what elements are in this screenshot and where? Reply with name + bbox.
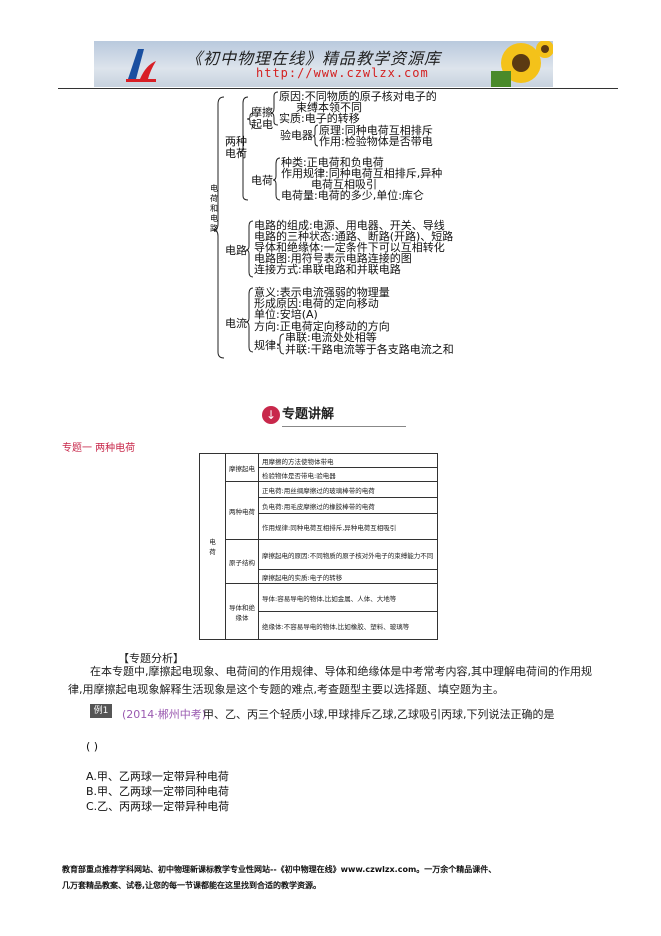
branch-circuit: 电路 xyxy=(225,244,247,257)
sub-charge: 电荷 xyxy=(251,174,273,187)
sub-electroscope: 验电器 xyxy=(280,129,313,142)
circuit-item: 电路的组成:电源、用电器、开关、导线 xyxy=(254,219,445,232)
footer-line: 教育部重点推荐学科网站、初中物理新课标教学专业性网站--《初中物理在线》www.… xyxy=(62,865,497,874)
footer-line: 几万套精品教案、试卷,让您的每一节课都能在这里找到合适的教学资源。 xyxy=(62,881,322,890)
current-rule-item: 串联:电流处处相等 xyxy=(285,331,377,344)
table-cell: 正电荷:用丝绸摩擦过的玻璃棒带的电荷 xyxy=(258,481,438,498)
site-logo-icon xyxy=(126,49,156,82)
branch-current: 电流 xyxy=(225,317,247,330)
current-item: 方向:正电荷定向移动的方向 xyxy=(254,320,390,333)
down-arrow-icon: ↓ xyxy=(262,406,280,424)
topic-label: 专题一 两种电荷 xyxy=(62,443,136,454)
charge-item: 电荷量:电荷的多少,单位:库仑 xyxy=(281,189,424,202)
friction-item: 原因:不同物质的原子核对电子的 xyxy=(279,90,437,103)
header-rule xyxy=(58,88,618,89)
friction-item: 束缚本领不同 xyxy=(296,101,362,114)
table-cell: 负电荷:用毛皮摩擦过的橡胶棒带的电荷 xyxy=(258,497,438,514)
circuit-item: 电路图:用符号表示电路连接的图 xyxy=(254,252,412,265)
table-cell: 摩擦起电的原因:不同物质的原子核对外电子的束缚能力不同 xyxy=(258,539,438,570)
option-c: C.乙、丙两球一定带异种电荷 xyxy=(86,800,230,813)
current-item: 单位:安培(A) xyxy=(254,308,318,321)
table-group: 导体和绝缘体 xyxy=(225,583,259,640)
circuit-item: 连接方式:串联电路和并联电路 xyxy=(254,263,401,276)
charge-item: 电荷互相吸引 xyxy=(311,178,377,191)
mindmap-root: 电荷和电路 xyxy=(210,184,218,233)
header-banner: 《初中物理在线》精品教学资源库 http://www.czwlzx.com xyxy=(94,41,553,87)
table-group: 原子结构 xyxy=(225,539,259,584)
current-rule-item: 并联:干路电流等于各支路电流之和 xyxy=(285,343,454,356)
table-group: 两种电荷 xyxy=(225,481,259,540)
footer: 教育部重点推荐学科网站、初中物理新课标教学专业性网站--《初中物理在线》www.… xyxy=(62,862,602,894)
table-group: 摩擦起电 xyxy=(225,453,259,482)
charge-item: 种类:正电荷和负电荷 xyxy=(281,156,384,169)
table-cell: 摩擦起电的实质:电子的转移 xyxy=(258,569,438,584)
summary-table: 电荷 摩擦起电 用摩擦的方法使物体带电 检验物体是否带电:验电器 两种电荷 正电… xyxy=(199,453,438,640)
table-cell: 作用规律:同种电荷互相排斥,异种电荷互相吸引 xyxy=(258,513,438,540)
sunflower-icon xyxy=(491,41,553,87)
table-cell: 用摩擦的方法使物体带电 xyxy=(258,453,438,468)
friction-item: 实质:电子的转移 xyxy=(279,112,360,125)
branch-two-charges: 两种电荷 xyxy=(225,135,247,160)
section-title: 专题讲解 xyxy=(282,407,335,422)
example-source: (2014·郴州中考) xyxy=(122,708,207,721)
analysis-title: 【专题分析】 xyxy=(118,652,184,665)
electroscope-item: 作用:检验物体是否带电 xyxy=(319,135,433,148)
current-item: 形成原因:电荷的定向移动 xyxy=(254,297,379,310)
analysis-paragraph: 在本专题中,摩擦起电现象、电荷间的作用规律、导体和绝缘体是中考常考内容,其中理解… xyxy=(68,665,592,696)
mindmap-brackets xyxy=(212,91,319,359)
sub-friction: 摩擦起电 xyxy=(251,106,273,131)
electroscope-item: 原理:同种电荷互相排斥 xyxy=(319,124,433,137)
table-cell: 检验物体是否带电:验电器 xyxy=(258,467,438,482)
banner-url[interactable]: http://www.czwlzx.com xyxy=(256,66,429,80)
option-b: B.甲、乙两球一定带同种电荷 xyxy=(86,785,230,798)
table-cell: 导体:容易导电的物体,比如金属、人体、大地等 xyxy=(258,583,438,612)
example-question: 甲、乙、丙三个轻质小球,甲球排斥乙球,乙球吸引丙球,下列说法正确的是 xyxy=(203,708,555,721)
charge-item: 作用规律:同种电荷互相排斥,异种 xyxy=(281,167,443,180)
table-cell: 绝缘体:不容易导电的物体,比如橡胶、塑料、玻璃等 xyxy=(258,611,438,640)
circuit-item: 导体和绝缘体:一定条件下可以互相转化 xyxy=(254,241,445,254)
table-col0: 电荷 xyxy=(199,453,226,640)
circuit-item: 电路的三种状态:通路、断路(开路)、短路 xyxy=(254,230,454,243)
option-a: A.甲、乙两球一定带异种电荷 xyxy=(86,770,229,783)
current-item: 意义:表示电流强弱的物理量 xyxy=(254,286,390,299)
banner-title: 《初中物理在线》精品教学资源库 xyxy=(186,49,442,68)
answer-blank: ( ) xyxy=(86,740,99,753)
current-rule-label: 规律: xyxy=(254,339,280,352)
example-badge: 例1 xyxy=(90,704,112,718)
